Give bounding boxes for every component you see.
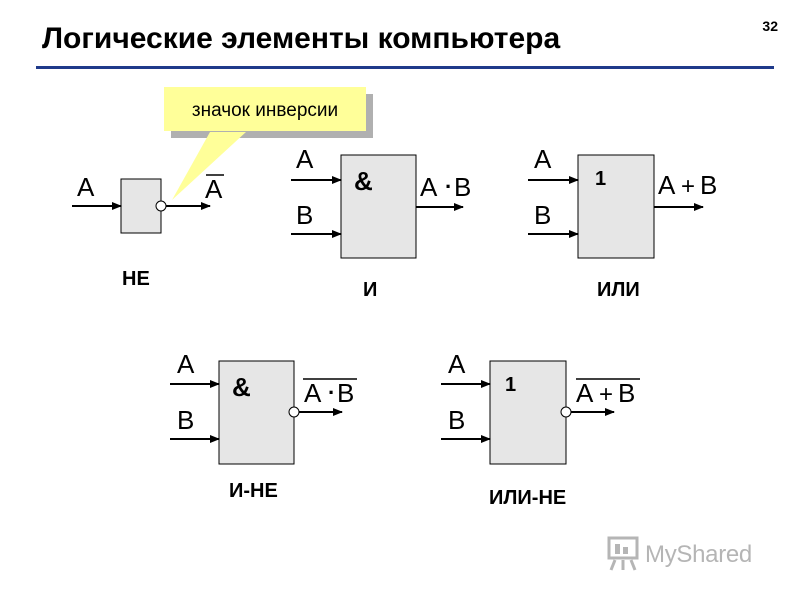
- page-number: 32: [762, 18, 778, 34]
- gate-and-body: [340, 154, 417, 259]
- gate-and-input-a-label: A: [296, 144, 314, 174]
- gate-not-inversion-bubble: [155, 200, 167, 212]
- gate-nor-input-b-label: B: [448, 405, 465, 435]
- gate-or-output-b: B: [700, 170, 717, 200]
- gate-or-body: [577, 154, 655, 259]
- gate-or-output-a: A: [658, 170, 676, 200]
- gate-nor-output-op: +: [599, 381, 613, 408]
- gate-or-symbol: 1: [595, 168, 606, 190]
- gate-and: A B & A · B И: [291, 144, 471, 301]
- gate-or-output-op: +: [681, 173, 695, 200]
- gate-nand-output-a: A: [304, 378, 322, 408]
- gate-nor-input-a-label: A: [448, 349, 466, 379]
- callout-text: значок инверсии: [192, 100, 338, 121]
- gate-or-input-b-label: B: [534, 200, 551, 230]
- gate-nor-output-a: A: [576, 378, 594, 408]
- gate-nand-output-b: B: [337, 378, 354, 408]
- gate-nand-symbol: &: [232, 372, 251, 402]
- watermark-logo: MyShared: [605, 534, 765, 574]
- gate-or-name: ИЛИ: [597, 279, 640, 301]
- gate-and-symbol: &: [354, 166, 373, 196]
- gate-nor-body: [489, 360, 567, 465]
- gate-and-output-b: B: [454, 172, 471, 202]
- gate-nor: A B 1 A + B ИЛИ-НЕ: [441, 349, 640, 509]
- watermark-text: MyShared: [645, 541, 752, 568]
- callout-box: [164, 87, 366, 131]
- gate-or: A B 1 A + B ИЛИ: [528, 144, 717, 301]
- gate-and-output-op: ·: [445, 174, 452, 199]
- slide-title: Логические элементы компьютера: [42, 22, 561, 55]
- watermark-icon: [607, 536, 639, 571]
- gate-not-output-label: A: [205, 174, 223, 204]
- gate-nor-inversion-bubble: [560, 406, 572, 418]
- gate-nand-output-op: ·: [328, 380, 335, 405]
- gate-nand: A B & A · B И-НЕ: [170, 349, 357, 502]
- gate-and-input-b-label: B: [296, 200, 313, 230]
- gate-nand-inversion-bubble: [288, 406, 300, 418]
- gate-not-body: [120, 178, 162, 234]
- callout-pointer: [172, 132, 246, 200]
- gate-not: A A НЕ: [72, 172, 224, 290]
- gate-or-input-a-label: A: [534, 144, 552, 174]
- gate-nor-name: ИЛИ-НЕ: [489, 487, 566, 509]
- gate-nor-symbol: 1: [505, 374, 516, 396]
- gate-nand-input-b-label: B: [177, 405, 194, 435]
- inversion-callout: значок инверсии: [164, 87, 373, 200]
- gate-not-name: НЕ: [122, 268, 150, 290]
- gate-nor-output-b: B: [618, 378, 635, 408]
- gate-nand-body: [218, 360, 295, 465]
- title-divider: [36, 66, 774, 69]
- gate-and-name: И: [363, 279, 377, 301]
- gate-nand-name: И-НЕ: [229, 480, 278, 502]
- gate-nand-input-a-label: A: [177, 349, 195, 379]
- gate-and-output-a: A: [420, 172, 438, 202]
- gate-not-input-label: A: [77, 172, 95, 202]
